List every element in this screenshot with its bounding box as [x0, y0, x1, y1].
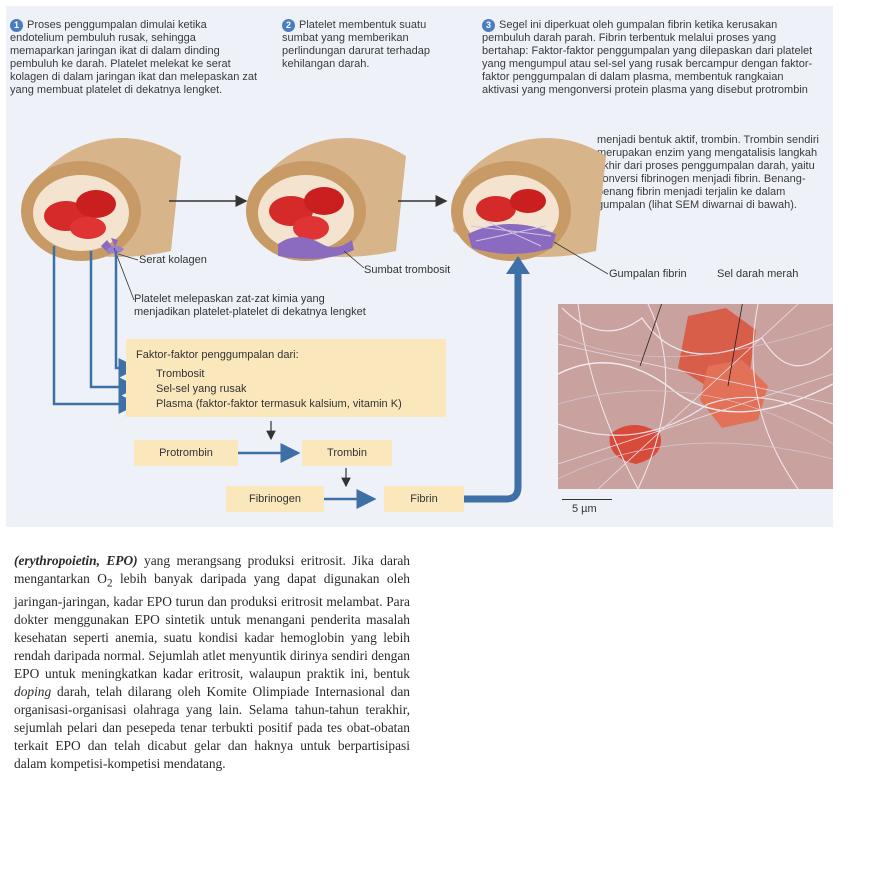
factor-arrows [52, 246, 139, 414]
prothrombin-box: Protrombin [134, 440, 238, 466]
epo-term: (erythropoietin, EPO) [14, 553, 138, 568]
collagen-label: Serat kolagen [139, 254, 207, 266]
fibrin-clot-label: Gumpalan fibrin [609, 268, 687, 280]
vessel-platelet-plug [246, 137, 406, 261]
platelet-plug-label: Sumbat trombosit [364, 264, 451, 276]
step-3-caption-continued: menjadi bentuk aktif, trombin. Trombin s… [597, 134, 819, 211]
step-1-text: Proses penggumpalan dimulai ketika endot… [10, 19, 258, 96]
vessel-damaged [21, 137, 181, 261]
vessel-fibrin-clot [451, 137, 606, 261]
thrombin-box: Trombin [302, 440, 392, 466]
factor-platelets: Trombosit [156, 368, 205, 380]
red-blood-cell-label: Sel darah merah [717, 268, 799, 280]
fibrinogen-box: Fibrinogen [226, 486, 324, 512]
step-2-text: Platelet membentuk suatu sumbat yang mem… [282, 19, 431, 70]
step-1-number: 1 [10, 19, 23, 32]
clotting-factors-box: Faktor-faktor penggumpalan dari: Trombos… [126, 339, 446, 417]
fibrin-to-clot-arrow [464, 271, 522, 503]
factor-damaged-cells: Sel-sel yang rusak [156, 383, 247, 395]
sem-fibrin-image [558, 304, 833, 489]
clotting-illustration [21, 137, 609, 509]
step-3-number: 3 [482, 19, 495, 32]
body-text-part-2: darah, telah dilarang oleh Komite Olimpi… [14, 683, 410, 771]
doping-term: doping [14, 683, 52, 699]
factor-plasma: Plasma (faktor-faktor termasuk kalsium, … [156, 398, 402, 410]
body-text-part-1: lebih banyak daripada yang dapat digunak… [14, 571, 410, 681]
scale-bar: 5 µm [562, 499, 612, 515]
fibrin-box: Fibrin [384, 486, 464, 512]
scale-bar-label: 5 µm [572, 503, 597, 515]
step-3-text-top: Segel ini diperkuat oleh gumpalan fibrin… [482, 19, 813, 96]
o2-subscript: 2 [106, 577, 113, 590]
scale-bar-line [562, 499, 612, 500]
clotting-factors-title: Faktor-faktor penggumpalan dari: [136, 349, 299, 361]
platelet-release-label: Platelet melepaskan zat-zat kimia yang m… [134, 293, 366, 318]
body-paragraph: (erythropoietin, EPO) yang merangsang pr… [14, 552, 410, 773]
step-2-number: 2 [282, 19, 295, 32]
body-text-part-0: yang merangsang produksi eritrosit. Jika… [14, 553, 411, 586]
